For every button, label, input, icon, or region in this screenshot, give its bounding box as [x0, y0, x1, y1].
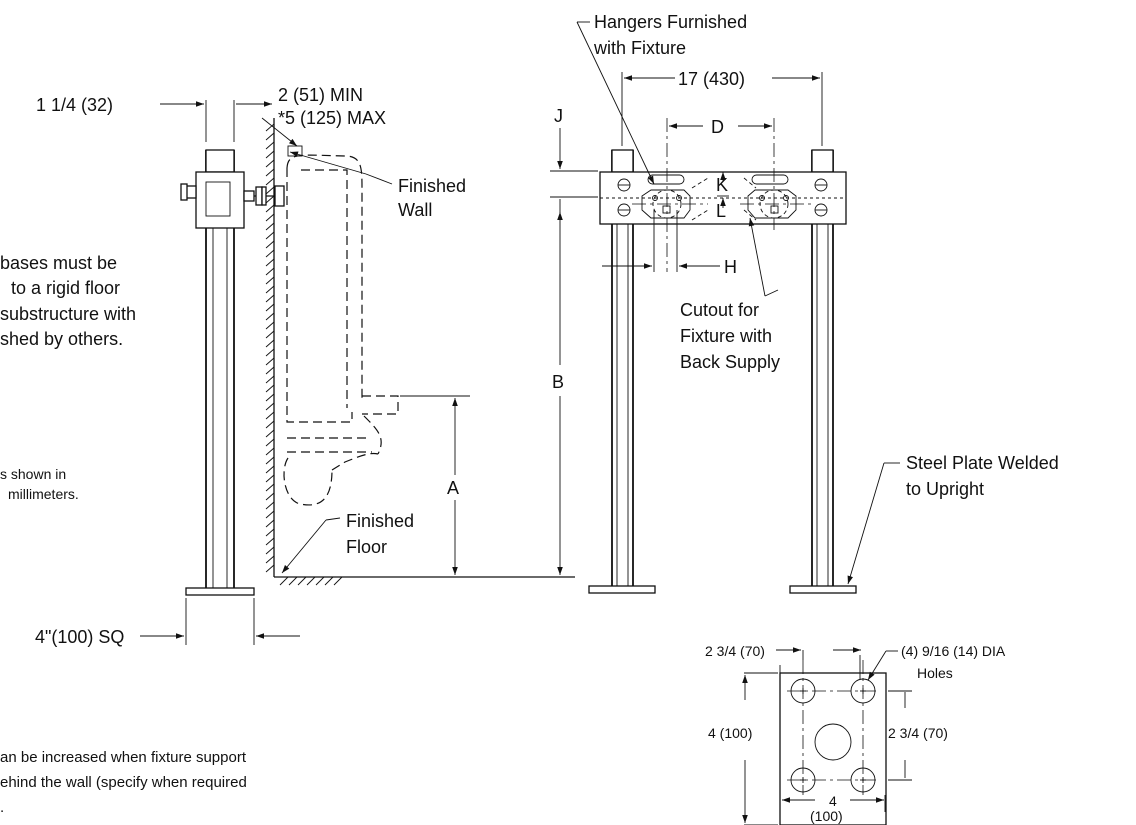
dim-H-label: H: [724, 257, 737, 277]
dim-17-label: 17 (430): [678, 69, 745, 89]
dim-A-label: A: [447, 478, 459, 498]
note-units-line-2: millimeters.: [8, 486, 79, 502]
note-bottom-line-2: ehind the wall (specify when required: [0, 774, 247, 791]
note-units-line-1: s shown in: [0, 466, 66, 482]
dim-max-label: *5 (125) MAX: [278, 108, 386, 128]
note-bottom-line-3: .: [0, 799, 4, 816]
dim-L-label: L: [716, 201, 726, 221]
note-bases-line-4: shed by others.: [0, 329, 123, 349]
hangers-label-1: Hangers Furnished: [594, 12, 747, 32]
finished-floor-label-1: Finished: [346, 511, 414, 531]
note-bases-line-2: to a rigid floor: [11, 278, 120, 298]
dim-B-label: B: [552, 372, 564, 392]
dim-min-label: 2 (51) MIN: [278, 85, 363, 105]
finished-wall-label-2: Wall: [398, 200, 432, 220]
steel-plate-label-2: to Upright: [906, 479, 984, 499]
plate-left-dim-label: 4 (100): [708, 725, 752, 741]
side-view: [180, 118, 575, 596]
plate-bottom-dim-label-2: (100): [810, 808, 843, 824]
cutout-label-1: Cutout for: [680, 300, 759, 320]
dim-4sq-label: 4"(100) SQ: [35, 627, 124, 647]
finished-wall-label-1: Finished: [398, 176, 466, 196]
side-view-dimensions: [140, 100, 393, 645]
note-bases-line-3: substructure with: [0, 304, 136, 324]
plate-bottom-dim-label-1: 4: [829, 793, 837, 809]
plate-right-dim-label: 2 3/4 (70): [888, 725, 948, 741]
cutout-label-3: Back Supply: [680, 352, 780, 372]
plate-holes-label-2: Holes: [917, 665, 953, 681]
dim-1-1-4-label: 1 1/4 (32): [36, 95, 113, 115]
dim-D-label: D: [711, 117, 724, 137]
hangers-label-2: with Fixture: [593, 38, 686, 58]
dim-K-label: K: [716, 175, 728, 195]
front-view-dimensions: [550, 21, 900, 585]
plate-holes-label-1: (4) 9/16 (14) DIA: [901, 643, 1006, 659]
steel-plate-label-1: Steel Plate Welded: [906, 453, 1059, 473]
dim-J-label: J: [554, 106, 563, 126]
finished-floor-label-2: Floor: [346, 537, 387, 557]
plate-top-dim-label: 2 3/4 (70): [705, 643, 765, 659]
cutout-label-2: Fixture with: [680, 326, 772, 346]
base-plate-detail: [742, 647, 912, 825]
note-bases-line-1: bases must be: [0, 253, 117, 273]
note-bottom-line-1: an be increased when fixture support: [0, 749, 247, 766]
